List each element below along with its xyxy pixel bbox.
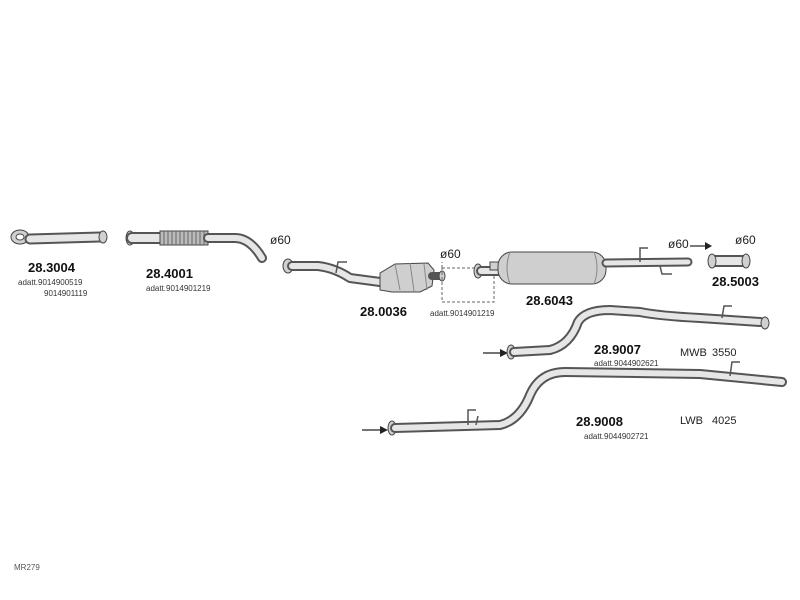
variant-mwb: MWB — [680, 347, 707, 359]
wheelbase-mwb: 3550 — [712, 347, 736, 359]
silencer-hanger-2 — [659, 265, 672, 275]
silencer-hanger-1 — [639, 247, 648, 262]
variant-lwb: LWB — [680, 415, 703, 427]
silencer-body — [497, 251, 607, 285]
front-pipe-flange-hole — [15, 233, 25, 241]
flex-pipe-28-4001[interactable] — [125, 230, 267, 263]
rear-pipe-28-9007[interactable] — [483, 305, 770, 360]
ref-28-9008: adatt.9044902721 — [584, 432, 649, 441]
diameter-label-4: ø60 — [735, 233, 756, 247]
diameter-label-2: ø60 — [440, 247, 461, 261]
lwb-hanger-1 — [467, 409, 479, 426]
ref-28-6043: adatt.9014901219 — [430, 309, 495, 318]
rear-pipe-28-9008[interactable] — [362, 361, 787, 436]
front-pipe-end — [98, 230, 108, 244]
ref-28-3004-a: adatt.9014900519 — [18, 278, 83, 287]
catalyst-hanger — [335, 261, 347, 274]
ref-28-9007: adatt.9044902621 — [594, 359, 659, 368]
mid-silencer-28-6043[interactable] — [473, 247, 693, 285]
catalyst-body — [379, 262, 435, 293]
part-number-28-9008: 28.9008 — [576, 414, 623, 429]
part-number-28-9007: 28.9007 — [594, 342, 641, 357]
part-number-28-4001: 28.4001 — [146, 266, 193, 281]
catalyst-28-0036[interactable] — [282, 258, 446, 293]
part-number-28-6043: 28.6043 — [526, 293, 573, 308]
diameter-label-1: ø60 — [270, 233, 291, 247]
adapter-28-5003[interactable] — [690, 242, 751, 269]
mwb-hanger — [721, 305, 732, 319]
ref-28-4001: adatt.9014901219 — [146, 284, 211, 293]
flex-bellows-corrugation — [163, 231, 205, 245]
part-number-28-3004: 28.3004 — [28, 260, 76, 275]
wheelbase-lwb: 4025 — [712, 415, 736, 427]
part-number-28-5003: 28.5003 — [712, 274, 759, 289]
part-number-28-0036: 28.0036 — [360, 304, 407, 319]
diameter-label-3: ø60 — [668, 237, 689, 251]
diagram-code: MR279 — [14, 563, 40, 572]
front-pipe-28-3004[interactable] — [10, 229, 108, 245]
lwb-hanger-2 — [729, 361, 740, 377]
ref-28-3004-b: 9014901119 — [44, 289, 88, 298]
